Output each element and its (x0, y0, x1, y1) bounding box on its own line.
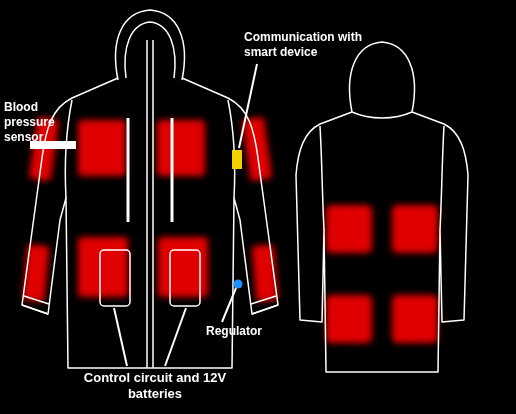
leader-lines (114, 64, 257, 366)
communication-module (232, 150, 242, 169)
control-circuit-label: Control circuit and 12V batteries (70, 370, 240, 403)
sensor-label: Blood pressure sensor (4, 100, 84, 145)
heating-pads (23, 117, 438, 343)
front-jacket (22, 10, 278, 368)
back-jacket (296, 42, 468, 372)
regulator-label: Regulator (206, 324, 286, 339)
regulator-dot (234, 280, 243, 289)
communication-label: Communication with smart device (244, 30, 394, 60)
